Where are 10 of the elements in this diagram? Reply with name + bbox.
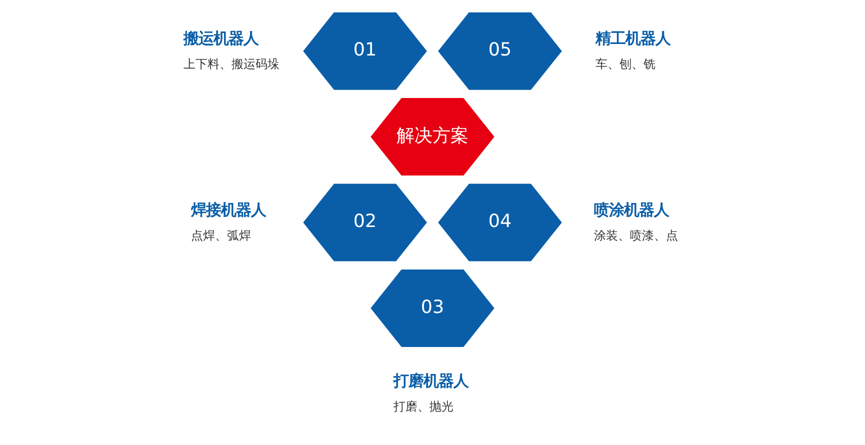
node-label: 搬运机器人 (184, 29, 259, 48)
node-label: 精工机器人 (596, 29, 671, 48)
node-label: 喷涂机器人 (594, 200, 669, 219)
node-label: 上下料、搬运码垛 (184, 56, 280, 71)
node-label: 打磨机器人 (393, 372, 468, 390)
node-label: 打磨、抛光 (393, 400, 454, 414)
node-label: 涂装、喷漆、点 (594, 228, 678, 242)
node-label: 点焊、弧焊 (190, 228, 251, 242)
node-label: 焊接机器人 (190, 200, 266, 219)
node-label: 车、刨、铣 (596, 56, 656, 71)
